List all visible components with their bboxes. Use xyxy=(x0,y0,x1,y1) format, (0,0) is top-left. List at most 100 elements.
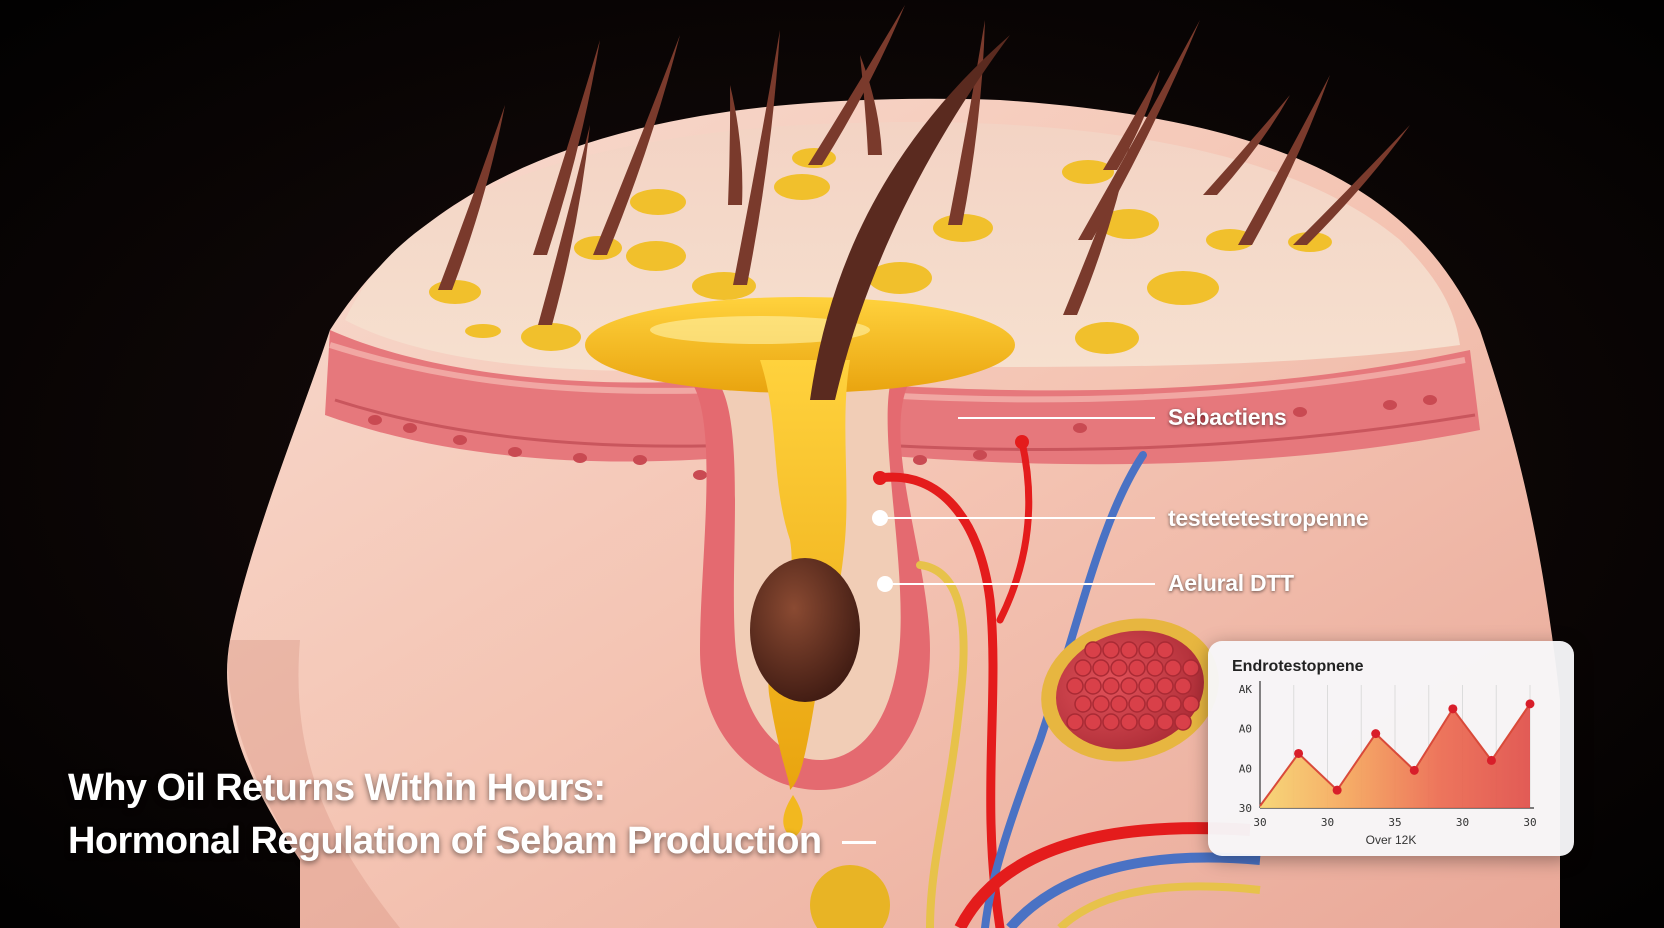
gland-lobule xyxy=(1182,659,1200,677)
gland-lobule xyxy=(1120,641,1138,659)
artery-tip-2 xyxy=(873,471,887,485)
dermis-dot xyxy=(633,455,647,465)
fat-lobule xyxy=(810,865,890,928)
chart-y-tick-label: AK xyxy=(1239,683,1253,696)
dermis-dot xyxy=(913,455,927,465)
chart-y-tick-label: A0 xyxy=(1239,723,1252,736)
dermis-stripe xyxy=(334,398,1476,452)
headline-dash xyxy=(841,841,876,845)
callout-sebaceous: Sebactiens xyxy=(1168,404,1287,430)
gland-lobule xyxy=(1164,659,1182,677)
gland-lobule xyxy=(1102,677,1120,695)
sebum-pool-shine xyxy=(650,316,870,344)
gland-lobule xyxy=(1138,713,1156,731)
sebum-spot xyxy=(868,262,932,294)
callout-dot-dht xyxy=(877,576,893,592)
dermis-dot xyxy=(1383,400,1397,410)
gland-lobule xyxy=(1102,641,1120,659)
vein xyxy=(981,451,1147,928)
chart-point xyxy=(1409,765,1419,775)
sebum-spot xyxy=(465,324,501,338)
gland-lobule xyxy=(1084,677,1102,695)
sebum-spot xyxy=(1062,160,1114,184)
main-hair-shaft xyxy=(810,35,1010,400)
chart-point xyxy=(1525,699,1535,709)
chart-point xyxy=(1294,748,1304,758)
hair-bulb xyxy=(750,558,860,702)
dermis-dot xyxy=(508,447,522,457)
scalp-hairs xyxy=(429,5,1410,354)
gland-lobule xyxy=(1156,641,1174,659)
gland-lobule xyxy=(1156,677,1174,695)
gland-lobule xyxy=(1066,713,1084,731)
dermis-dot xyxy=(573,453,587,463)
gland-lobule xyxy=(1066,677,1084,695)
sebum-spot xyxy=(1075,322,1139,354)
dermis-dot xyxy=(453,435,467,445)
dermis-dot xyxy=(693,470,707,480)
chart-x-tick-label: 30 xyxy=(1321,816,1334,829)
gland-lobule xyxy=(1084,641,1102,659)
gland-lobule xyxy=(1074,695,1092,713)
gland-lobule xyxy=(1146,695,1164,713)
artery-2 xyxy=(996,438,1033,624)
gland-lobule xyxy=(1092,659,1110,677)
gland-lobule xyxy=(1174,677,1192,695)
artery-tip xyxy=(1015,435,1029,449)
gland-lobule xyxy=(1138,677,1156,695)
lower-nerve xyxy=(1057,882,1261,928)
sebum-spot xyxy=(1147,271,1219,305)
chart-x-tick-label: 30 xyxy=(1523,816,1536,829)
gland-lobule xyxy=(1146,659,1164,677)
chart-point xyxy=(1332,785,1342,795)
headline: Why Oil Returns Within Hours: Hormonal R… xyxy=(68,762,876,868)
dermis-dot xyxy=(1073,423,1087,433)
chart-point xyxy=(1371,729,1381,739)
gland-lobule xyxy=(1128,695,1146,713)
headline-line-1: Why Oil Returns Within Hours: xyxy=(68,767,606,809)
chart-y-tick-label: 30 xyxy=(1239,802,1252,815)
sebum-spot xyxy=(521,323,581,351)
sebum-spot xyxy=(1288,232,1332,252)
chart-x-tick-label: 35 xyxy=(1388,816,1401,829)
dermis-dot xyxy=(1423,395,1437,405)
gland-lobule xyxy=(1092,695,1110,713)
headline-line-2: Hormonal Regulation of Sebam Production xyxy=(68,815,876,868)
gland-lobule xyxy=(1084,713,1102,731)
lower-vein xyxy=(1006,852,1261,928)
callout-testosterone: testetetestropenne xyxy=(1168,505,1369,531)
artery-1 xyxy=(875,472,1005,928)
gland-lobule xyxy=(1074,659,1092,677)
sebum-spot xyxy=(630,189,686,215)
gland-lobule xyxy=(1120,713,1138,731)
callout-dht: Aelural DTT xyxy=(1168,570,1294,596)
face-shading xyxy=(228,640,400,928)
gland-lobule xyxy=(1182,695,1200,713)
chart-point xyxy=(1448,704,1458,714)
dermis-dot xyxy=(973,450,987,460)
dermis-dot xyxy=(403,423,417,433)
gland-lobule xyxy=(1138,641,1156,659)
sebum-spot xyxy=(1099,209,1159,239)
dermis-highlight xyxy=(329,342,1466,403)
hair-strand xyxy=(948,20,985,225)
gland-lobule xyxy=(1174,713,1192,731)
dermis-dot xyxy=(368,415,382,425)
chart-title: Endrotestopnene xyxy=(1232,658,1364,675)
gland-lobules xyxy=(1066,641,1200,731)
chart-x-tick-label: 30 xyxy=(1456,816,1469,829)
sebum-spot xyxy=(774,174,830,200)
sebum-drop xyxy=(783,795,803,838)
lower-artery xyxy=(954,822,1251,928)
gland-lobule xyxy=(1164,695,1182,713)
gland-lobule xyxy=(1102,713,1120,731)
gland-lobule xyxy=(1128,659,1146,677)
chart-y-tick-label: A0 xyxy=(1239,762,1252,775)
gland-lobule xyxy=(1120,677,1138,695)
chart-xlabel: Over 12K xyxy=(1365,833,1417,847)
gland-lobule xyxy=(1110,659,1128,677)
dermis-dot xyxy=(1193,415,1207,425)
chart-point xyxy=(1486,755,1496,765)
